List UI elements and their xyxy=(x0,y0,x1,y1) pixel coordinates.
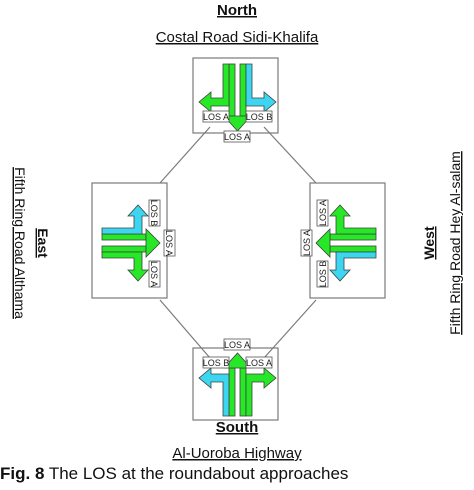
north-los-bottom-box xyxy=(223,130,251,143)
east-through-lane-2 xyxy=(101,245,147,253)
figure-label: Fig. 8 xyxy=(0,464,45,483)
north-road-name: Costal Road Sidi-Khalifa xyxy=(156,29,319,46)
north-approach: LOS A LOS B LOS A xyxy=(192,57,279,143)
figure-caption: Fig. 8 The LOS at the roundabout approac… xyxy=(0,464,474,484)
west-approach: LOS A LOS A LOS B xyxy=(300,182,386,299)
north-los-bottom: LOS A xyxy=(224,132,250,142)
west-los-top: LOS A xyxy=(318,200,328,226)
west-through-lane-1 xyxy=(329,233,377,241)
south-left-turn-arrow xyxy=(198,367,230,417)
roundabout-ring xyxy=(159,126,317,359)
north-through-lane-2 xyxy=(239,63,247,117)
north-left-turn-arrow xyxy=(198,63,230,113)
south-right-turn-arrow xyxy=(245,367,277,417)
south-through-arrowhead xyxy=(223,352,252,369)
west-los-bottom: LOS B xyxy=(318,261,328,288)
north-los-right-box xyxy=(245,110,273,123)
east-los-bottom-box xyxy=(148,260,161,288)
north-through-lane-1 xyxy=(228,63,236,117)
south-los-right-box xyxy=(245,356,273,369)
south-los-left-box xyxy=(202,356,230,369)
north-heading: North xyxy=(217,2,257,19)
east-right-turn-arrow xyxy=(101,251,149,282)
south-through-lane-1 xyxy=(228,367,236,417)
north-right-turn-arrow xyxy=(245,63,277,113)
figure-caption-text: The LOS at the roundabout approaches xyxy=(44,464,349,483)
south-road-name: Al-Uoroba Highway xyxy=(172,445,302,462)
west-right-turn-arrow xyxy=(329,251,377,282)
north-los-left: LOS A xyxy=(203,112,229,122)
north-los-left-box xyxy=(202,110,230,123)
south-heading: South xyxy=(216,419,259,436)
south-approach: LOS A LOS B LOS A xyxy=(192,338,279,421)
east-left-turn-arrow xyxy=(101,204,149,235)
south-los-right: LOS A xyxy=(246,358,272,368)
east-heading: East xyxy=(35,228,51,258)
east-road-name: Fifth Ring Road Althama xyxy=(12,167,28,319)
west-los-bottom-box xyxy=(316,260,329,288)
south-through-lane-2 xyxy=(239,367,247,417)
east-through-lane-1 xyxy=(101,233,147,241)
east-los-mid-box xyxy=(163,229,176,257)
east-through-arrowhead xyxy=(145,228,161,258)
east-los-top: LOS B xyxy=(149,200,159,227)
west-through-arrowhead xyxy=(315,228,331,258)
north-los-right: LOS B xyxy=(246,112,273,122)
west-left-turn-arrow xyxy=(329,204,377,235)
west-los-mid: LOS A xyxy=(302,230,312,256)
east-los-top-box xyxy=(148,199,161,227)
north-through-arrowhead xyxy=(223,115,252,132)
south-los-left: LOS B xyxy=(203,358,230,368)
east-los-mid: LOS A xyxy=(164,230,174,256)
west-los-top-box xyxy=(316,199,329,227)
south-los-top-box xyxy=(223,338,251,351)
west-los-mid-box xyxy=(300,229,313,257)
east-approach: LOS B LOS A LOS A xyxy=(91,182,176,299)
west-road-name: Fifth Ring Road Hey Al-salam xyxy=(447,151,463,335)
west-heading: West xyxy=(421,226,437,260)
south-los-top: LOS A xyxy=(224,340,250,350)
east-los-bottom: LOS A xyxy=(149,261,159,287)
west-through-lane-2 xyxy=(329,245,377,253)
